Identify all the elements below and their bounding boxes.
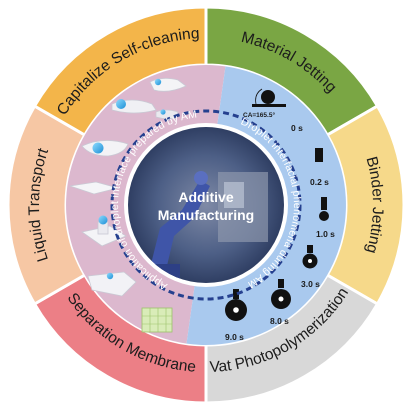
time-label-4: 8.0 s [270, 316, 289, 326]
contact-angle-label: CA=165.5° [243, 111, 275, 119]
droplet-icon [319, 211, 329, 221]
robot-arm-icon [150, 180, 210, 270]
droplet-icon [106, 272, 114, 280]
droplet-icon [92, 142, 104, 154]
dashed-ring [110, 109, 302, 301]
contact-angle-arc-icon [255, 88, 263, 105]
robot-joint-icon [194, 171, 208, 185]
droplet-icon [154, 78, 162, 86]
application-illustrations [69, 78, 187, 333]
additive-manufacturing-photo [128, 127, 284, 283]
nozzle-icon [315, 148, 323, 162]
droplet-highlight-icon [308, 259, 312, 263]
time-label-2: 1.0 s [316, 229, 335, 239]
printed-part-icon [87, 271, 137, 297]
nozzle-icon [307, 245, 313, 253]
membrane-lattice-icon [142, 308, 172, 332]
droplet-icon [116, 99, 126, 109]
time-label-1: 0.2 s [310, 177, 329, 187]
nozzle-icon [278, 279, 284, 288]
nozzle-icon [321, 197, 327, 210]
droplet-highlight-icon [278, 296, 284, 302]
time-label-5: 9.0 s [225, 332, 244, 342]
time-label-3: 3.0 s [301, 279, 320, 289]
droplet-highlight-icon [233, 307, 239, 313]
time-label-0: 0 s [291, 123, 303, 133]
droplet-icon [261, 90, 275, 104]
droplet-icon [160, 109, 166, 115]
nozzle-icon [233, 289, 239, 299]
center-title-line2: Manufacturing [158, 207, 254, 223]
center-title-line1: Additive [178, 189, 233, 205]
label-binder-jetting: Binder Jetting [362, 155, 386, 255]
droplet-sequence: CA=165.5° 0 s 0.2 s 1.0 s 3.0 s 8.0 s 9.… [225, 88, 335, 342]
printed-part-icon [69, 181, 120, 195]
droplet-icon [98, 215, 108, 225]
substrate-icon [252, 104, 286, 107]
membrane-lattice-icon [141, 307, 173, 333]
printed-part-icon [81, 140, 129, 157]
